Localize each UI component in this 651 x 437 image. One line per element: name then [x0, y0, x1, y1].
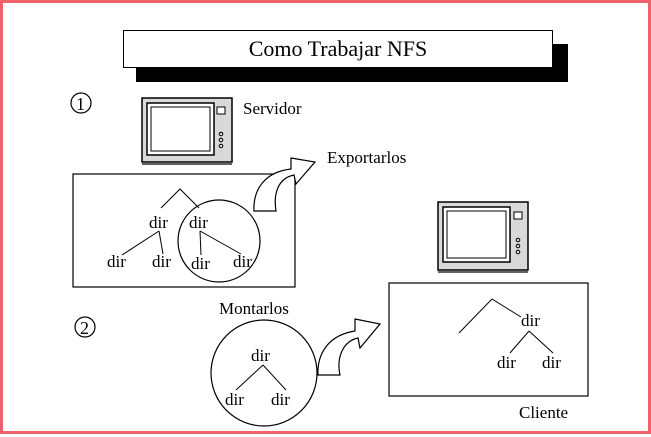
page-title: Como Trabajar NFS — [248, 36, 428, 61]
mount-tree-node: dir — [251, 346, 270, 365]
server-tree-node: dir — [189, 213, 208, 232]
export-arrow-icon — [253, 157, 317, 212]
client-tree-lines — [458, 298, 554, 354]
client-label: Cliente — [519, 403, 569, 422]
server-tree-lines — [121, 188, 242, 256]
client-tree-node: dir — [521, 311, 540, 330]
mount-label: Montarlos — [219, 299, 289, 318]
server-monitor-icon — [141, 97, 233, 165]
export-subtree-circle — [177, 199, 261, 283]
mount-tree-lines — [235, 364, 287, 391]
server-label: Servidor — [243, 99, 302, 118]
step-1-circle — [70, 92, 92, 114]
server-tree-node: dir — [191, 254, 210, 273]
server-tree-node: dir — [107, 252, 126, 271]
client-tree-node: dir — [497, 353, 516, 372]
client-filesystem-box — [388, 282, 589, 397]
export-label: Exportarlos — [327, 148, 407, 167]
server-tree-node: dir — [233, 252, 252, 271]
mount-arrow-icon — [317, 318, 382, 376]
server-tree-node: dir — [149, 213, 168, 232]
diagram-graphics — [70, 92, 589, 427]
step-1-number: 1 — [76, 94, 85, 114]
mount-tree-node: dir — [225, 390, 244, 409]
title-box: Como Trabajar NFS — [123, 30, 553, 68]
server-filesystem-box — [72, 173, 296, 288]
client-tree-node: dir — [542, 353, 561, 372]
step-2-circle — [74, 316, 96, 338]
step-2-number: 2 — [80, 318, 89, 338]
client-monitor-icon — [437, 201, 529, 273]
mount-tree-node: dir — [271, 390, 290, 409]
server-tree-node: dir — [152, 252, 171, 271]
mount-subtree-circle — [210, 319, 318, 427]
